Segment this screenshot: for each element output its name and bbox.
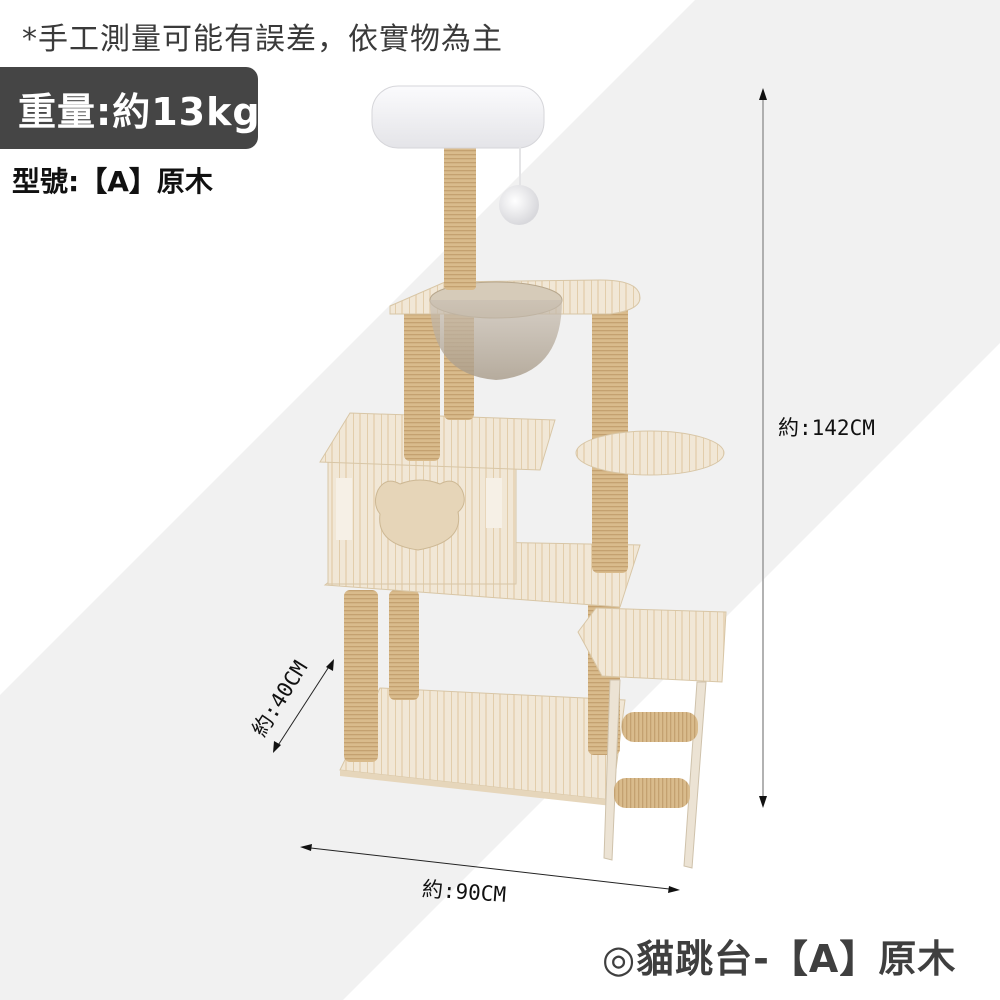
- product-caption: ◎貓跳台-【A】原木: [602, 937, 957, 981]
- measurement-disclaimer: *手工測量可能有誤差，依實物為主: [22, 22, 503, 57]
- height-dimension-label: 約:142CM: [778, 416, 875, 440]
- width-dimension-arrow: [300, 844, 680, 893]
- weight-label: 重量:約13kg: [18, 90, 261, 134]
- height-dimension-arrow: [759, 88, 767, 808]
- width-dimension-label: 約:90CM: [421, 877, 507, 907]
- model-label: 型號:【A】原木: [12, 165, 213, 198]
- depth-dimension-arrow: [273, 659, 334, 753]
- weight-badge: 重量:約13kg: [0, 67, 261, 149]
